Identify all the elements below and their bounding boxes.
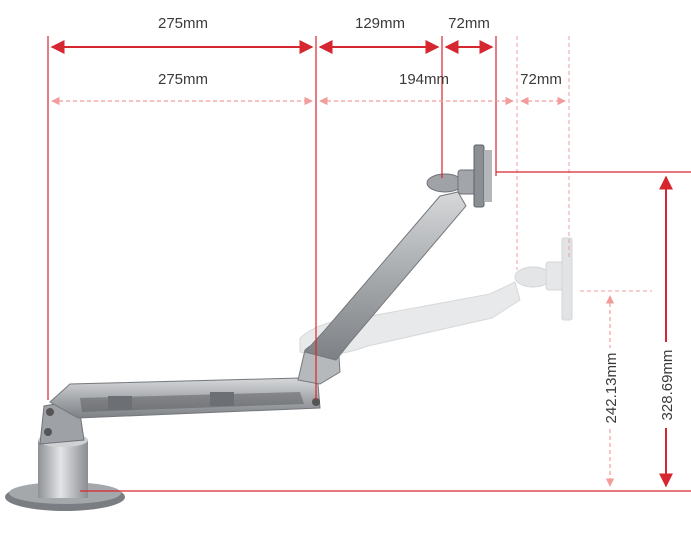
label-top-1: 275mm	[158, 15, 208, 32]
dimension-lines	[47, 36, 691, 492]
label-top-2: 129mm	[355, 15, 405, 32]
upper-arm	[304, 191, 467, 361]
monitor-arm	[5, 144, 492, 511]
vesa-plate	[473, 144, 485, 208]
label-second-2: 194mm	[399, 71, 449, 88]
label-height-upper: 328.69mm	[659, 350, 676, 421]
label-second-3: 72mm	[520, 71, 562, 88]
label-second-1: 275mm	[158, 71, 208, 88]
label-height-lower: 242.13mm	[603, 353, 620, 424]
post	[38, 440, 88, 498]
label-top-3: 72mm	[448, 15, 490, 32]
dimension-labels: 275mm 129mm 72mm 275mm 194mm 72mm 242.13…	[158, 15, 676, 423]
